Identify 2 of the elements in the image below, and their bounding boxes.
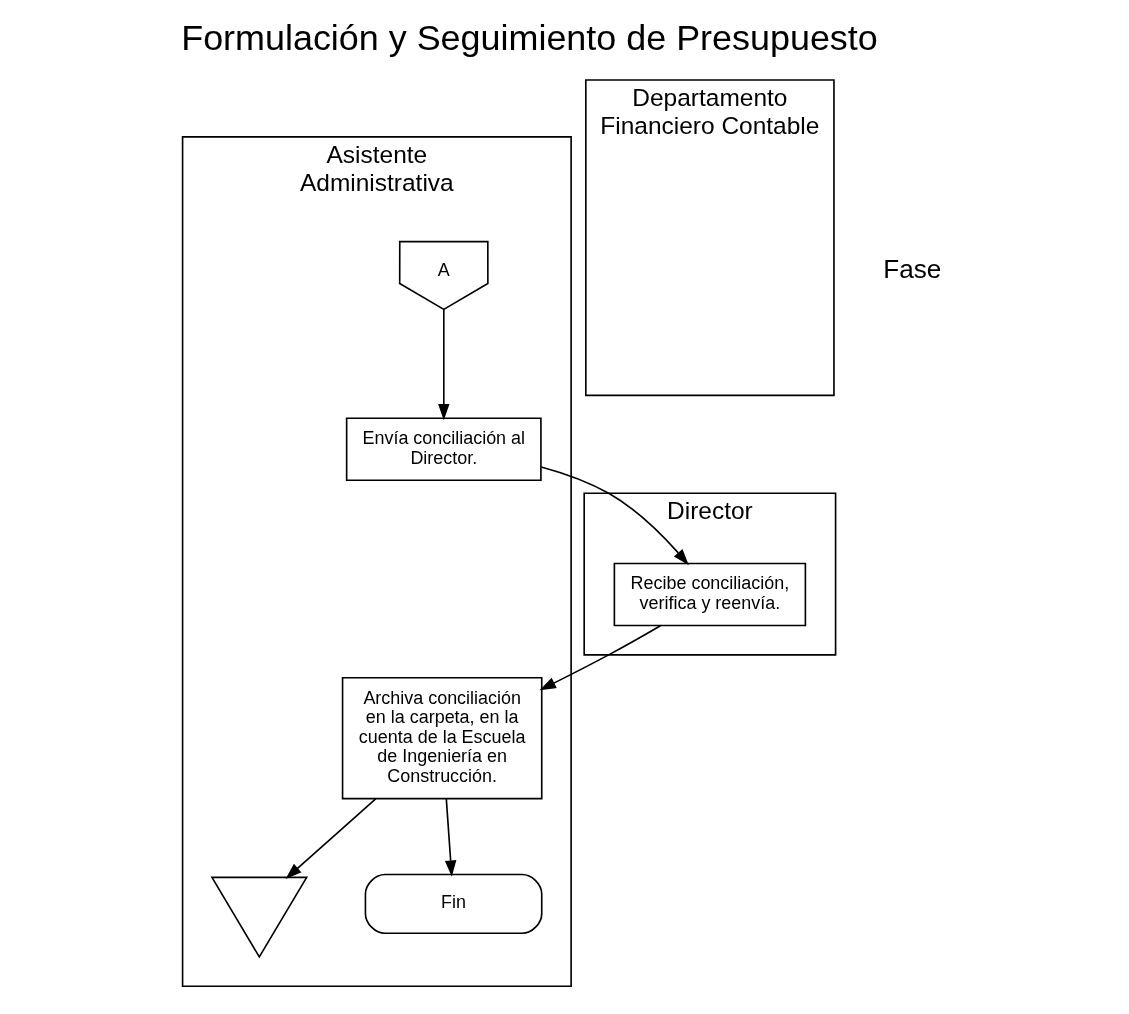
- diagram-title: Formulación y Seguimiento de Presupuesto: [180, 16, 878, 58]
- label: Fase: [882, 254, 941, 285]
